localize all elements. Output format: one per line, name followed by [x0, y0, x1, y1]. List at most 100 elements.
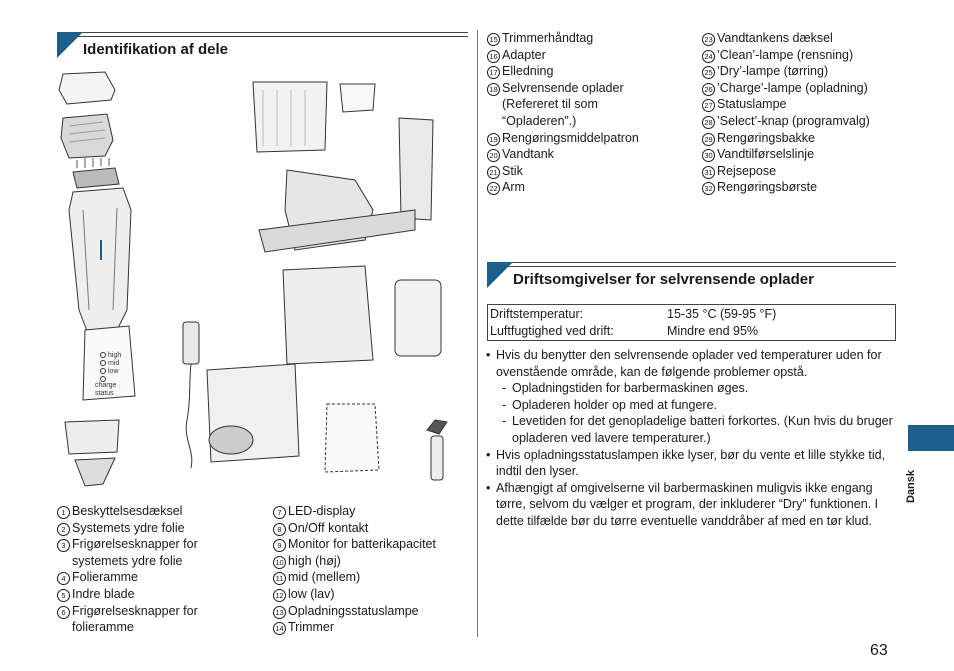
part-name: Rengøringsbørste: [717, 179, 817, 196]
callout-number: 29: [702, 133, 715, 146]
callout-number: 12: [273, 589, 286, 602]
part-name: Selvrensende oplader (Refereret til som …: [502, 80, 624, 130]
callout-number: 16: [487, 50, 500, 63]
callout-number: 18: [487, 83, 500, 96]
part-name: Vandtank: [502, 146, 554, 163]
note-text: Hvis opladningsstatuslampen ikke lyser, …: [496, 447, 896, 480]
callout-number: 23: [702, 33, 715, 46]
callout-number: 30: [702, 149, 715, 162]
led-label-high: high: [108, 352, 121, 359]
heading-rule: [487, 262, 896, 263]
page-number: 63: [870, 642, 888, 660]
part-name: Rejsepose: [717, 163, 776, 180]
led-label-low: low: [108, 368, 119, 375]
parts-list-col4: 23Vandtankens dæksel 24’Clean’-lampe (re…: [702, 30, 902, 196]
list-item: 20Vandtank: [487, 146, 697, 163]
column-divider: [477, 30, 478, 637]
list-item: 4Folieramme: [57, 569, 257, 586]
section-title: Driftsomgivelser for selvrensende oplade…: [513, 271, 814, 288]
list-item: 31Rejsepose: [702, 163, 902, 180]
part-name: Arm: [502, 179, 525, 196]
table-cell-label: Luftfugtighed ved drift:: [490, 323, 667, 340]
operating-conditions-table: Driftstemperatur: 15-35 °C (59-95 °F) Lu…: [487, 304, 896, 341]
callout-number: 15: [487, 33, 500, 46]
part-name: Adapter: [502, 47, 546, 64]
part-name: Vandtilførselslinje: [717, 146, 814, 163]
callout-number: 14: [273, 622, 286, 635]
callout-number: 5: [57, 589, 70, 602]
parts-list-col1: 1Beskyttelsesdæksel 2Systemets ydre foli…: [57, 503, 257, 636]
dash-marker: -: [502, 397, 512, 414]
part-name: Folieramme: [72, 569, 138, 586]
note-bullet: • Afhængigt af omgivelserne vil barberma…: [486, 480, 896, 530]
callout-number: 13: [273, 606, 286, 619]
callout-number: 7: [273, 506, 286, 519]
notes-list: • Hvis du benytter den selvrensende opla…: [486, 347, 896, 530]
part-name: LED-display: [288, 503, 355, 520]
section-title: Identifikation af dele: [83, 41, 228, 58]
heading-triangle-marker: [487, 262, 513, 288]
part-name: Statuslampe: [717, 96, 786, 113]
dash-marker: -: [502, 413, 512, 446]
callout-number: 32: [702, 182, 715, 195]
callout-number: 3: [57, 539, 70, 552]
part-name: Systemets ydre folie: [72, 520, 185, 537]
part-name: ’Clean’-lampe (rensning): [717, 47, 853, 64]
part-name: mid (mellem): [288, 569, 360, 586]
part-name: ’Select’-knap (programvalg): [717, 113, 870, 130]
part-name: Monitor for batterikapacitet: [288, 536, 436, 553]
dash-marker: -: [502, 380, 512, 397]
heading-rule: [57, 36, 468, 37]
part-name: On/Off kontakt: [288, 520, 368, 537]
part-name: Opladningsstatuslampe: [288, 603, 419, 620]
note-subitem: - Opladeren holder op med at fungere.: [486, 397, 896, 414]
part-name: Elledning: [502, 63, 553, 80]
callout-number: 6: [57, 606, 70, 619]
note-bullet: • Hvis du benytter den selvrensende opla…: [486, 347, 896, 380]
table-cell-value: Mindre end 95%: [667, 323, 758, 340]
language-tab-marker: [908, 425, 954, 451]
callout-number: 28: [702, 116, 715, 129]
part-name: ’Charge’-lampe (opladning): [717, 80, 868, 97]
bullet-marker: •: [486, 447, 496, 480]
callout-number: 27: [702, 99, 715, 112]
heading-rule: [487, 266, 896, 267]
callout-number: 10: [273, 556, 286, 569]
callout-number: 24: [702, 50, 715, 63]
note-bullet: • Hvis opladningsstatuslampen ikke lyser…: [486, 447, 896, 480]
callout-number: 1: [57, 506, 70, 519]
callout-number: 25: [702, 66, 715, 79]
callout-number: 17: [487, 66, 500, 79]
table-row: Driftstemperatur: 15-35 °C (59-95 °F): [490, 306, 893, 323]
part-name: Frigørelsesknapper for folieramme: [72, 603, 198, 636]
part-name: Vandtankens dæksel: [717, 30, 833, 47]
part-name: Frigørelsesknapper for systemets ydre fo…: [72, 536, 198, 569]
led-label-charge: charge: [95, 382, 117, 389]
led-label-status: status: [95, 390, 114, 397]
callout-number: 22: [487, 182, 500, 195]
callout-number: 11: [273, 572, 286, 585]
table-cell-label: Driftstemperatur:: [490, 306, 667, 323]
part-name: Rengøringsmiddelpatron: [502, 130, 639, 147]
list-item: 21Stik: [487, 163, 697, 180]
note-subitem: - Opladningstiden for barbermaskinen øge…: [486, 380, 896, 397]
part-name: ’Dry’-lampe (tørring): [717, 63, 828, 80]
callout-number: 19: [487, 133, 500, 146]
part-name: Indre blade: [72, 586, 135, 603]
note-text: Hvis du benytter den selvrensende oplade…: [496, 347, 896, 380]
